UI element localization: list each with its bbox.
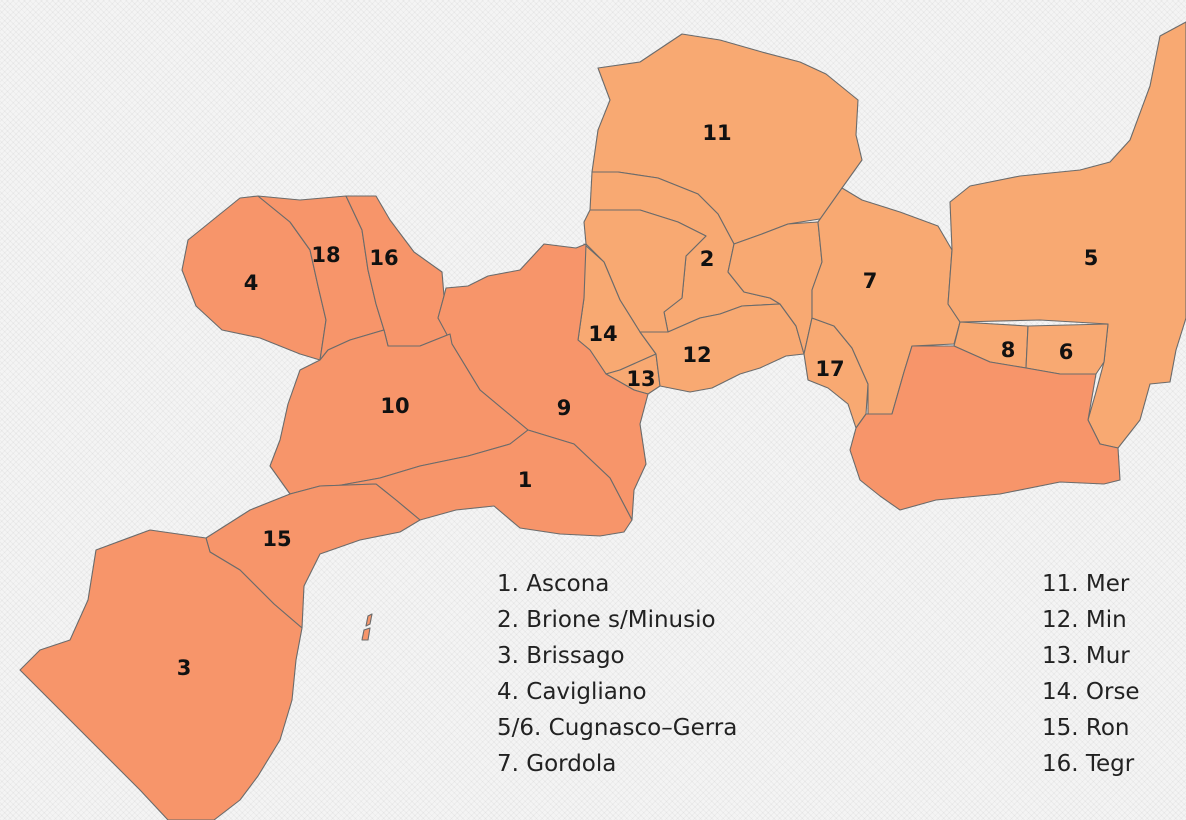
- label-3: 3: [177, 656, 192, 680]
- label-5: 5: [1084, 246, 1099, 270]
- legend-item: 3. Brissago: [497, 643, 625, 669]
- legend-right: 11. Mer 12. Min 13. Mur 14. Orse 15. Ron…: [1042, 566, 1140, 782]
- label-16: 16: [369, 246, 398, 270]
- label-6: 6: [1059, 340, 1074, 364]
- region-2-lower[interactable]: [583, 209, 707, 333]
- label-18: 18: [311, 243, 340, 267]
- label-15: 15: [262, 527, 291, 551]
- legend-left: 1. Ascona 2. Brione s/Minusio 3. Brissag…: [497, 566, 737, 782]
- legend-item: 4. Cavigliano: [497, 679, 647, 705]
- label-10: 10: [380, 394, 409, 418]
- island-2: [361, 627, 371, 641]
- legend-item: 12. Min: [1042, 607, 1127, 633]
- label-11: 11: [702, 121, 731, 145]
- label-4: 4: [244, 271, 259, 295]
- label-12: 12: [682, 343, 711, 367]
- legend-item: 11. Mer: [1042, 571, 1130, 597]
- label-9: 9: [557, 396, 572, 420]
- legend-item: 2. Brione s/Minusio: [497, 607, 716, 633]
- island-1: [365, 613, 373, 627]
- legend-item: 16. Tegr: [1042, 751, 1135, 777]
- legend-item: 13. Mur: [1042, 643, 1130, 669]
- label-13: 13: [626, 367, 655, 391]
- legend-item: 14. Orse: [1042, 679, 1140, 705]
- label-1: 1: [518, 468, 533, 492]
- label-2: 2: [700, 247, 715, 271]
- label-14: 14: [588, 322, 617, 346]
- label-7: 7: [863, 269, 878, 293]
- region-3[interactable]: [19, 529, 303, 820]
- label-8: 8: [1001, 338, 1016, 362]
- legend-item: 7. Gordola: [497, 751, 617, 777]
- legend-item: 5/6. Cugnasco–Gerra: [497, 715, 738, 741]
- legend-item: 15. Ron: [1042, 715, 1130, 741]
- region-12[interactable]: [639, 303, 805, 393]
- legend-item: 1. Ascona: [497, 571, 610, 597]
- region-magadino[interactable]: [849, 345, 1121, 511]
- label-17: 17: [815, 357, 844, 381]
